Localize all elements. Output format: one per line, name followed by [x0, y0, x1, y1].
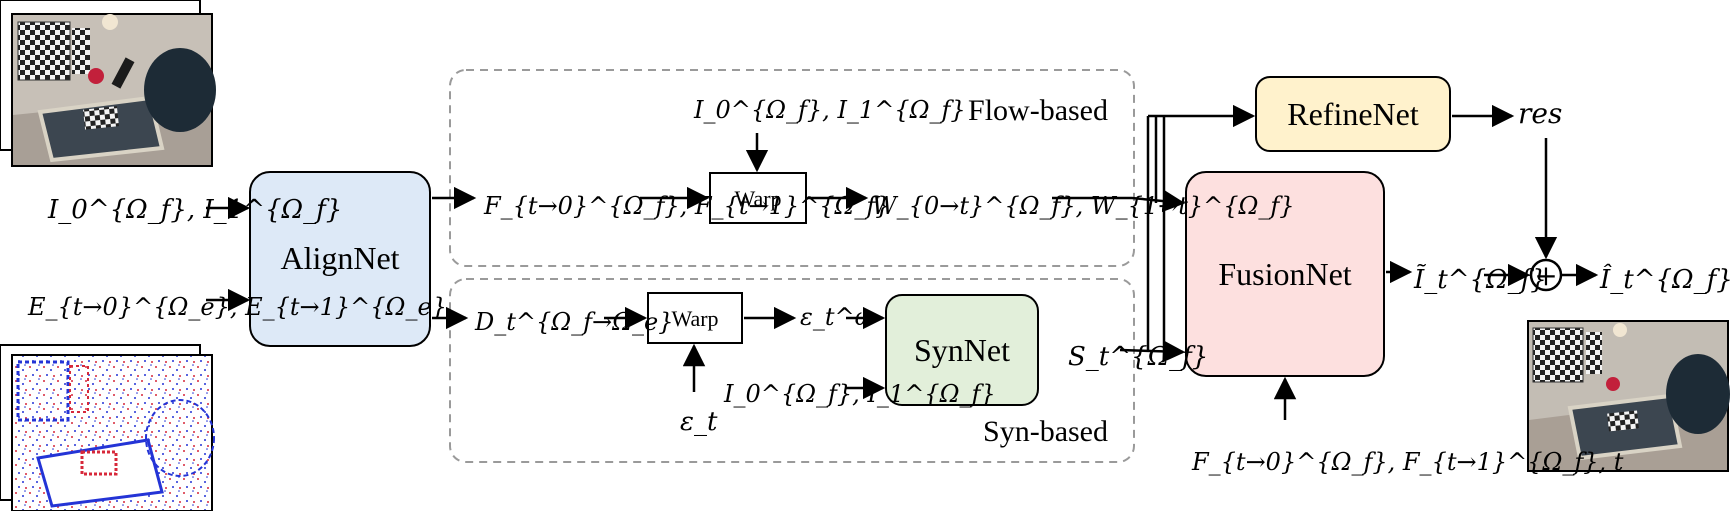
label-frames-syn: I_0^{Ω_f}, I_1^{Ω_f}: [723, 380, 996, 408]
label-final-out: Î_t^{Ω_f}: [1599, 263, 1730, 295]
warp-box-bottom: Warp: [647, 292, 743, 344]
warp-box-top: Warp: [709, 172, 807, 224]
synnet-box: SynNet: [885, 294, 1039, 406]
label-flows: F_{t→0}^{Ω_f}, F_{t→1}^{Ω_f}: [483, 192, 891, 220]
syn-based-region: [449, 278, 1135, 463]
flow-based-label: Flow-based: [968, 94, 1108, 127]
arrow-synout-to-fusionnet: [1119, 340, 1186, 363]
fusionnet-box: FusionNet: [1185, 171, 1385, 377]
label-disparity: D_t^{Ω_f→Ω_e}: [474, 308, 674, 336]
alignnet-box: AlignNet: [249, 171, 431, 347]
alignnet-label: AlignNet: [280, 240, 399, 276]
synnet-label: SynNet: [914, 332, 1010, 368]
output-frame-thumbnail: [1527, 320, 1730, 472]
warp-top-label: Warp: [734, 186, 781, 211]
label-fusion-in: F_{t→0}^{Ω_f}, F_{t→1}^{Ω_f}, t: [1191, 448, 1624, 476]
input-events-thumbnail: [0, 344, 215, 511]
label-frames-in: I_0^{Ω_f}, I_1^{Ω_f}: [47, 195, 342, 225]
warp-bottom-label: Warp: [671, 306, 718, 331]
arrow-warped-to-fusionnet: [1052, 189, 1186, 213]
fusionnet-label: FusionNet: [1218, 256, 1351, 292]
label-res: res: [1518, 97, 1562, 130]
refinenet-box: RefineNet: [1255, 76, 1451, 152]
syn-based-label: Syn-based: [983, 415, 1108, 448]
label-events-in: E_{t→0}^{Ω_e}, E_{t→1}^{Ω_e}: [27, 293, 447, 321]
label-event-raw: ε_t: [680, 407, 718, 437]
add-operator: +: [1529, 258, 1563, 292]
label-syn-out: S_t^{Ω_f}: [1068, 342, 1208, 372]
label-fusion-out: Ĩ_t^{Ω_f}: [1413, 263, 1547, 295]
label-warped: W_{0→t}^{Ω_f}, W_{1→t}^{Ω_f}: [872, 192, 1295, 220]
flow-based-region: [449, 69, 1135, 267]
plus-sign: +: [1534, 259, 1557, 292]
refinenet-label: RefineNet: [1287, 96, 1419, 132]
input-frames-thumbnail: [0, 0, 216, 167]
label-frames-warp-top: I_0^{Ω_f}, I_1^{Ω_f}: [693, 96, 966, 124]
